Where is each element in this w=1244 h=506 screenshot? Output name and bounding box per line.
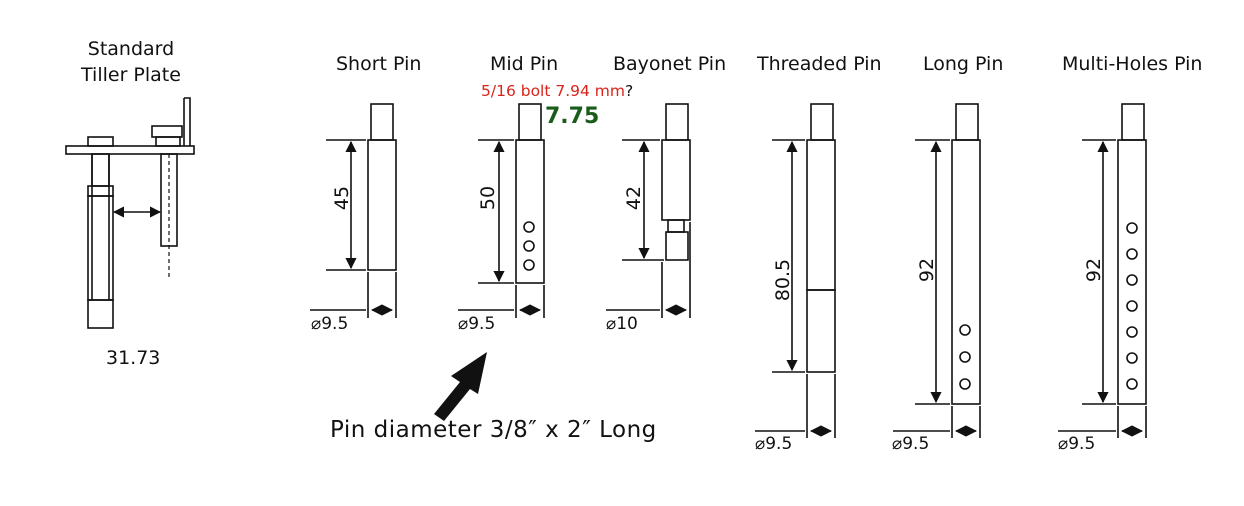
short-pin-title: Short Pin (336, 53, 422, 75)
tiller-plate-title-line1: Standard (87, 38, 175, 60)
bayonet-pin-diameter: ⌀10 (606, 314, 638, 334)
short-pin-drawing (310, 103, 397, 318)
bayonet-pin-title: Bayonet Pin (613, 53, 727, 75)
threaded-pin-title: Threaded Pin (757, 53, 882, 75)
long-pin-title: Long Pin (923, 53, 1004, 75)
short-pin-length: 45 (331, 185, 353, 211)
bayonet-pin-length: 42 (623, 185, 645, 211)
mid-pin-length: 50 (477, 185, 499, 211)
tiller-plate-title: Standard Tiller Plate (52, 36, 210, 88)
multi-holes-pin-title: Multi-Holes Pin (1062, 53, 1203, 75)
threaded-pin-drawing (755, 103, 836, 438)
short-pin-diameter: ⌀9.5 (311, 314, 349, 334)
bayonet-pin-drawing (606, 103, 691, 318)
threaded-pin-length: 80.5 (772, 258, 794, 302)
long-pin-diameter: ⌀9.5 (892, 434, 930, 454)
bolt-note-mark: ? (625, 82, 634, 100)
measured-value: 7.75 (545, 104, 600, 129)
long-pin-drawing (893, 103, 981, 438)
tiller-plate-title-line2: Tiller Plate (81, 64, 181, 86)
threaded-pin-diameter: ⌀9.5 (755, 434, 793, 454)
bolt-note-text: 5/16 bolt 7.94 mm (481, 82, 626, 100)
mid-pin-drawing (458, 103, 545, 318)
long-pin-length: 92 (916, 257, 938, 283)
tiller-plate-distance: 31.73 (106, 347, 161, 369)
tiller-plate-drawing (65, 97, 195, 329)
pointer-arrow (434, 352, 487, 421)
multi-holes-pin-diameter: ⌀9.5 (1058, 434, 1096, 454)
mid-pin-diameter: ⌀9.5 (458, 314, 496, 334)
multi-holes-pin-length: 92 (1083, 257, 1105, 283)
bolt-note: 5/16 bolt 7.94 mm? (481, 82, 633, 100)
mid-pin-title: Mid Pin (490, 53, 559, 75)
multi-holes-pin-drawing (1058, 103, 1147, 438)
pin-caption: Pin diameter 3/8″ x 2″ Long (330, 417, 657, 443)
